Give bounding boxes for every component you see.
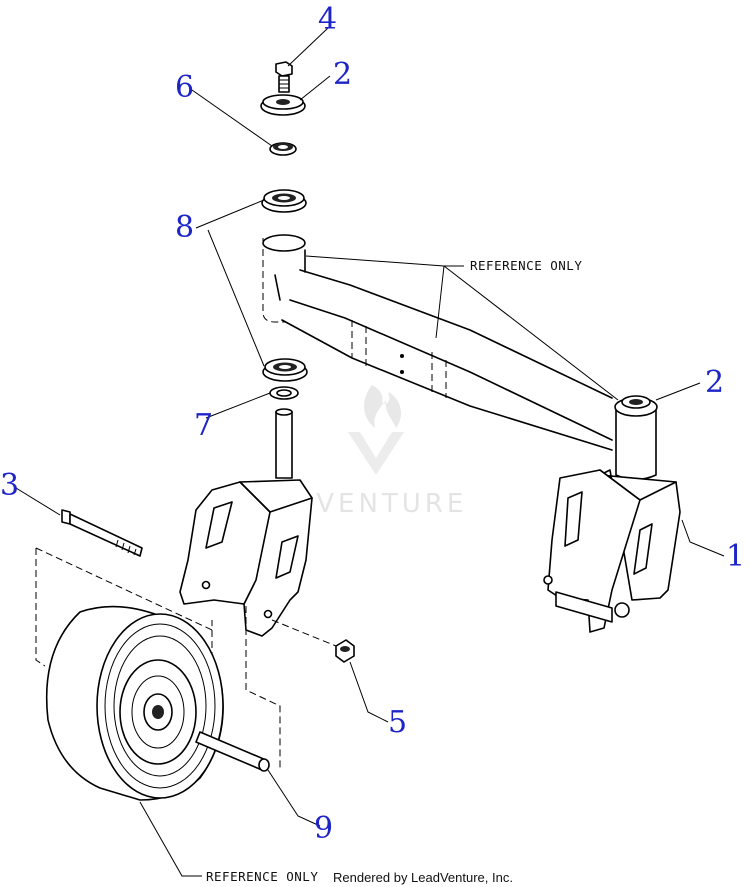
- spacer-item-9: [195, 731, 270, 772]
- callout-3: 3: [0, 468, 19, 503]
- axle-bolt-item-3: [61, 509, 143, 557]
- callout-8: 8: [175, 210, 194, 245]
- callout-6: 6: [175, 70, 194, 105]
- callout-leaders: [15, 27, 725, 827]
- bearing-item-8-upper: [261, 189, 307, 213]
- callout-7: 7: [194, 408, 213, 443]
- reference-only-note-top: REFERENCE ONLY: [470, 258, 582, 273]
- bearing-item-8-lower: [262, 358, 308, 382]
- right-spindle-tube: [614, 395, 658, 481]
- callout-5: 5: [388, 705, 407, 740]
- rendered-by-credit: Rendered by LeadVenture, Inc.: [333, 870, 513, 885]
- dust-cap-item-2-top: [260, 94, 306, 116]
- callout-9: 9: [314, 811, 333, 846]
- callout-2-right: 2: [705, 365, 724, 400]
- washer-item-7: [269, 386, 299, 400]
- nut-item-5: [335, 639, 355, 663]
- callout-2-top: 2: [333, 57, 352, 92]
- callout-4: 4: [318, 2, 337, 37]
- callout-1: 1: [726, 539, 745, 574]
- bottom-reference-leader: [139, 801, 202, 877]
- left-caster-fork: [179, 408, 313, 637]
- frame-arm-reference: [262, 234, 613, 451]
- wheel-tire: [45, 605, 224, 801]
- bolt-item-4: [275, 61, 293, 93]
- reference-only-note-bottom: REFERENCE ONLY: [206, 869, 318, 884]
- right-caster-fork: [543, 469, 681, 633]
- nut-item-6: [269, 142, 297, 156]
